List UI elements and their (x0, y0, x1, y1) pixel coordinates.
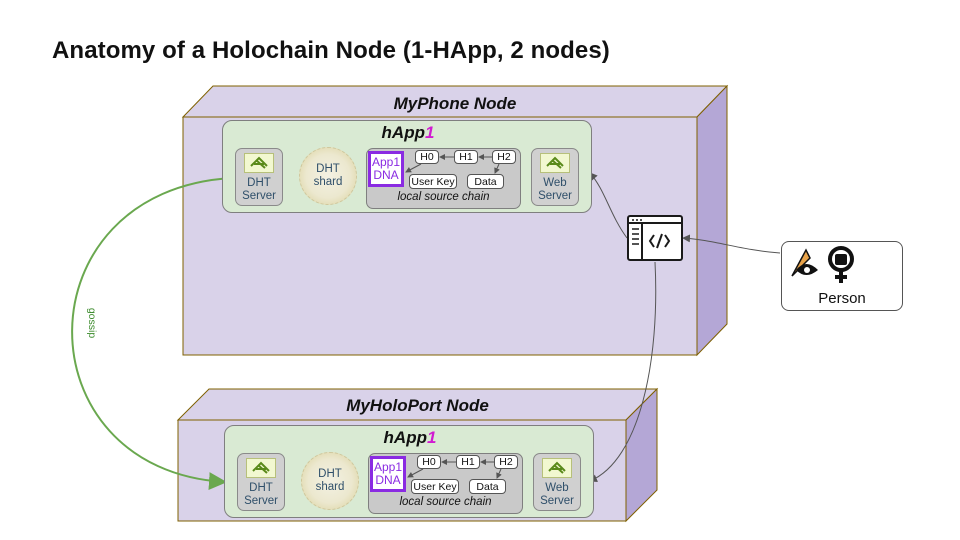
header-h2: H2 (494, 455, 518, 469)
holochain-logo-icon (542, 458, 572, 478)
local-source-chain: App1 DNA H0 H1 H2 User Key Data local so… (366, 148, 521, 209)
user-key-entry: User Key (411, 479, 459, 494)
person-label: Person (818, 290, 866, 307)
fist-symbol-icon (826, 246, 856, 284)
holochain-logo-icon (244, 153, 274, 173)
ui-to-holoport-web-server-arrow (589, 261, 657, 482)
dht-shard: DHT shard (301, 452, 359, 510)
happ-title: hApp1 (381, 123, 435, 142)
dht-shard-label: DHT shard (315, 468, 345, 493)
data-entry: Data (467, 174, 504, 189)
header-h2: H2 (492, 150, 516, 164)
chain-links (405, 154, 500, 174)
code-window-icon (627, 215, 683, 261)
dht-server-label: DHT Server (242, 177, 276, 202)
happ-container: hApp1 DHT Server DHT shard App1 DNA H0 H… (224, 425, 594, 518)
node-title: MyHoloPort Node (346, 396, 489, 415)
eye-icon (788, 248, 822, 280)
holochain-logo-icon (246, 458, 276, 478)
dht-shard: DHT shard (299, 147, 357, 205)
chain-label: local source chain (399, 496, 492, 508)
chain-links (407, 459, 502, 479)
header-h1: H1 (456, 455, 480, 469)
header-h1: H1 (454, 150, 478, 164)
page-title: Anatomy of a Holochain Node (1-HApp, 2 n… (52, 37, 610, 64)
ui-to-phone-web-server-arrow (589, 172, 628, 239)
web-server: Web Server (531, 148, 579, 206)
person-card: Person (781, 241, 903, 311)
dht-server-label: DHT Server (244, 482, 278, 507)
node-title: MyPhone Node (393, 94, 517, 113)
web-server: Web Server (533, 453, 581, 511)
dht-server: DHT Server (235, 148, 283, 206)
header-h0: H0 (415, 150, 439, 164)
person-to-ui-arrow (682, 234, 781, 254)
dht-server: DHT Server (237, 453, 285, 511)
happ-container: hApp1 DHT Server DHT shard App1 DNA H0 H… (222, 120, 592, 213)
happ-title: hApp1 (383, 428, 437, 447)
gossip-label: gossip (86, 307, 98, 339)
holochain-logo-icon (540, 153, 570, 173)
gossip-arrow (71, 168, 249, 491)
chain-label: local source chain (397, 191, 490, 203)
header-h0: H0 (417, 455, 441, 469)
web-server-label: Web Server (540, 482, 574, 507)
local-source-chain: App1 DNA H0 H1 H2 User Key Data local so… (368, 453, 523, 514)
user-key-entry: User Key (409, 174, 457, 189)
dht-shard-label: DHT shard (313, 163, 343, 188)
web-server-label: Web Server (538, 177, 572, 202)
data-entry: Data (469, 479, 506, 494)
dna-box: App1 DNA (370, 456, 406, 492)
dna-box: App1 DNA (368, 151, 404, 187)
